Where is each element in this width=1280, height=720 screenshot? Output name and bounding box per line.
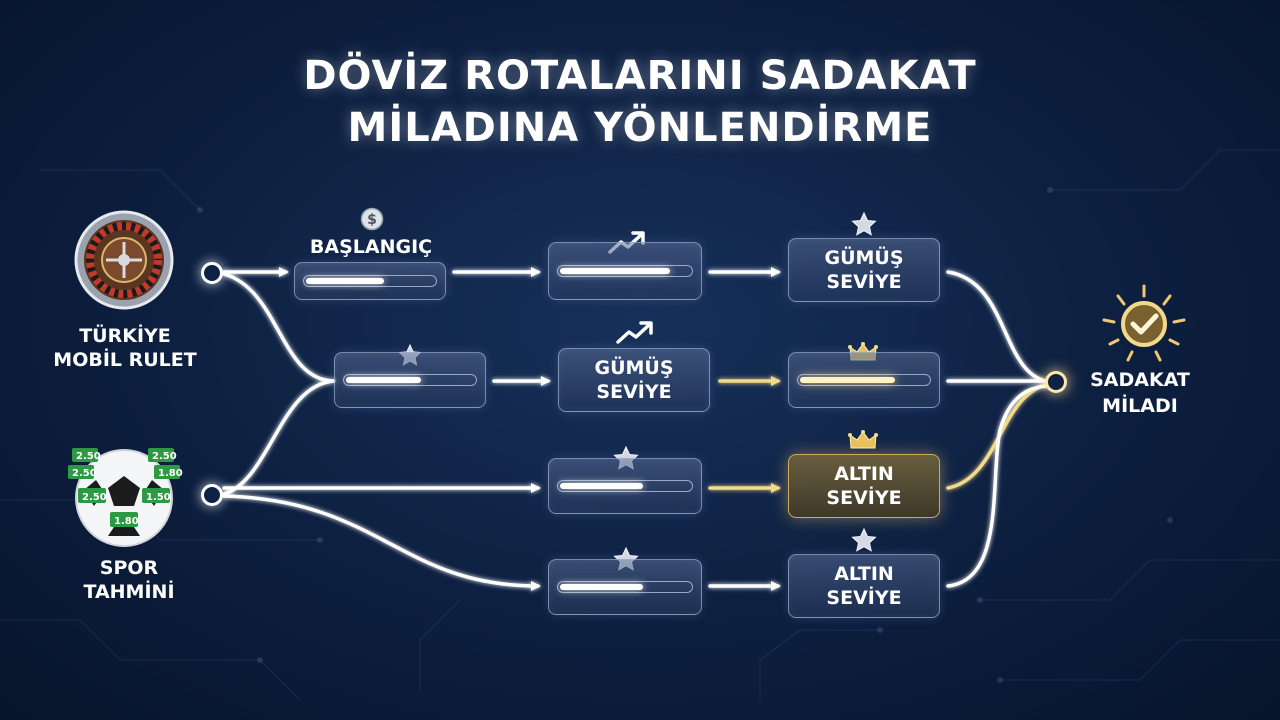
node-goal: [1045, 371, 1067, 393]
page-title: DÖVİZ ROTALARINI SADAKAT MİLADINA YÖNLEN…: [0, 50, 1280, 154]
odds-1: 2.50: [76, 451, 101, 462]
dollar-coin-icon: $: [360, 207, 384, 231]
progress-bar: [557, 265, 693, 277]
progress-box-r2-gold: [788, 352, 940, 408]
gold-level-box-r4: ALTIN SEVİYE: [788, 554, 940, 618]
gold-level-label: ALTIN SEVİYE: [789, 562, 939, 610]
odds-6: 1.50: [146, 492, 171, 503]
merge-r1-goal: [946, 270, 1052, 384]
progress-fill-r2-start: [346, 377, 422, 383]
progress-box-r1-mid: [548, 242, 702, 300]
odds-2: 2.50: [152, 451, 177, 462]
curve-n1-row2: [222, 272, 336, 383]
odds-3: 2.50: [72, 468, 97, 479]
level-line1: GÜMÜŞ: [594, 357, 674, 379]
checkmark-badge-icon: [1102, 284, 1186, 362]
level-line2: SEVİYE: [826, 587, 902, 609]
roulette-wheel-icon: [74, 210, 174, 310]
gold-level-label: ALTIN SEVİYE: [789, 462, 939, 510]
odds-4: 1.80: [158, 468, 183, 479]
progress-fill-r4: [560, 584, 644, 590]
source-sports-line1: SPOR: [99, 557, 159, 579]
silver-level-label: GÜMÜŞ SEVİYE: [559, 356, 709, 404]
level-line1: ALTIN: [834, 563, 894, 585]
level-line1: GÜMÜŞ: [824, 247, 904, 269]
trend-up-icon: [616, 321, 653, 344]
progress-box-r4: [548, 559, 702, 615]
source-roulette-line2: MOBİL RULET: [53, 349, 197, 371]
node-source-roulette: [201, 262, 223, 284]
curve-n2-row2: [222, 379, 336, 496]
progress-fill-r2-gold: [800, 377, 895, 383]
silver-level-box-r2: GÜMÜŞ SEVİYE: [558, 348, 710, 412]
curve-n2-row4: [222, 494, 541, 591]
progress-box-r2-start: [334, 352, 486, 408]
svg-text:$: $: [367, 212, 377, 228]
progress-fill-r1-start: [306, 278, 384, 284]
silver-star-icon: [851, 528, 877, 552]
progress-bar: [343, 374, 477, 386]
silver-star-icon: [851, 212, 877, 236]
source-sports-line2: TAHMİNİ: [83, 581, 175, 603]
start-label: BAŞLANGIÇ: [309, 236, 433, 258]
goal-label: SADAKAT MİLADI: [1080, 367, 1200, 419]
odds-5: 2.50: [82, 492, 107, 503]
progress-bar: [797, 374, 931, 386]
progress-bar: [557, 480, 693, 492]
source-label-roulette: TÜRKİYE MOBİL RULET: [40, 324, 210, 372]
progress-box-r3: [548, 458, 702, 514]
merge-r4-goal: [946, 384, 1052, 588]
progress-box-start: [294, 262, 446, 300]
progress-fill-r1-mid: [560, 268, 670, 274]
source-label-sports: SPOR TAHMİNİ: [44, 556, 214, 604]
progress-bar: [557, 581, 693, 593]
soccer-ball-icon: 2.50 2.50 2.50 1.80 2.50 1.50 1.80: [68, 448, 183, 547]
goal-line2: MİLADI: [1102, 395, 1178, 417]
node-source-sports: [201, 484, 223, 506]
gold-crown-icon: [848, 430, 878, 449]
odds-7: 1.80: [114, 516, 139, 527]
silver-level-label: GÜMÜŞ SEVİYE: [789, 246, 939, 294]
title-line-1: DÖVİZ ROTALARINI SADAKAT: [303, 53, 977, 99]
gold-level-box-r3: ALTIN SEVİYE: [788, 454, 940, 518]
source-roulette-line1: TÜRKİYE: [79, 325, 171, 347]
level-line1: ALTIN: [834, 463, 894, 485]
level-line2: SEVİYE: [596, 381, 672, 403]
title-line-2: MİLADINA YÖNLENDİRME: [347, 105, 933, 151]
silver-level-box-r1: GÜMÜŞ SEVİYE: [788, 238, 940, 302]
level-line2: SEVİYE: [826, 271, 902, 293]
level-line2: SEVİYE: [826, 487, 902, 509]
progress-bar: [303, 275, 437, 287]
progress-fill-r3: [560, 483, 644, 489]
goal-line1: SADAKAT: [1090, 369, 1190, 391]
